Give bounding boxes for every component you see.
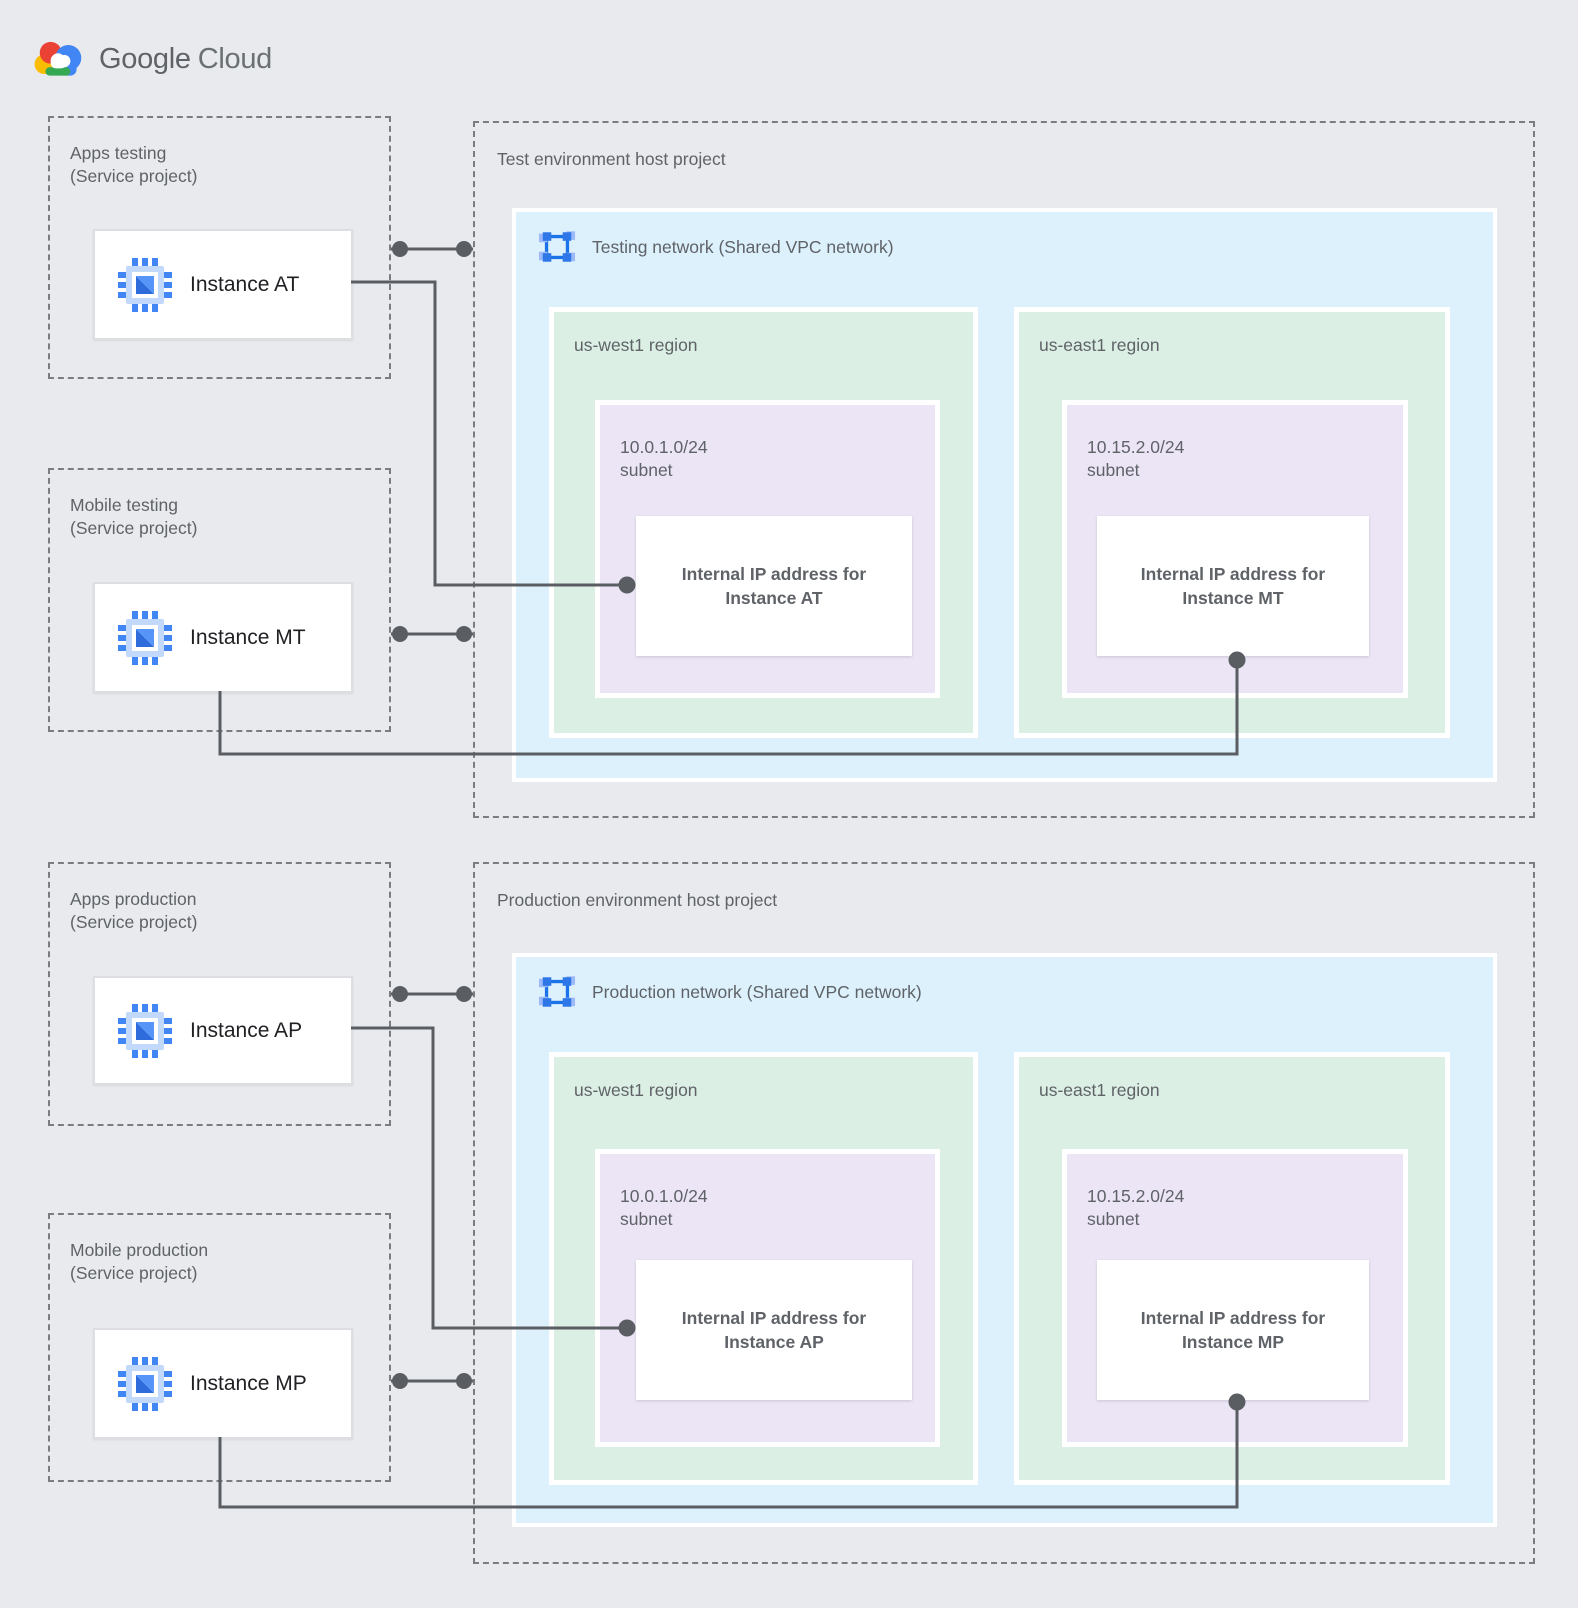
link-dot xyxy=(392,1373,408,1389)
internal-ip-mt-box: Internal IP address for Instance MT xyxy=(1097,516,1369,656)
ip-line2: Instance MP xyxy=(1181,1332,1285,1352)
production-network-box: Production network (Shared VPC network) … xyxy=(512,953,1497,1527)
prod-east-subnet: 10.15.2.0/24 subnet Internal IP address … xyxy=(1062,1149,1408,1447)
region-name: us-west1 region xyxy=(574,1080,698,1100)
production-network-header: Production network (Shared VPC network) xyxy=(538,973,922,1011)
project-title-line: Apps testing xyxy=(70,143,167,163)
project-title-line: Apps production xyxy=(70,889,197,909)
subnet-cidr: 10.15.2.0/24 xyxy=(1087,1186,1185,1206)
apps-testing-title: Apps testing (Service project) xyxy=(70,142,197,188)
subnet-label: 10.15.2.0/24 subnet xyxy=(1087,436,1184,482)
mobile-testing-project-box: Mobile testing (Service project) Instanc… xyxy=(48,468,391,732)
compute-engine-icon xyxy=(118,1003,172,1058)
mobile-production-title: Mobile production (Service project) xyxy=(70,1239,208,1285)
instance-ap-label: Instance AP xyxy=(190,1018,303,1042)
internal-ip-at-box: Internal IP address for Instance AT xyxy=(636,516,912,656)
instance-at-box: Instance AT xyxy=(93,229,353,340)
instance-mt-box: Instance MT xyxy=(93,582,353,693)
vpc-network-icon xyxy=(538,976,576,1007)
instance-at-label: Instance AT xyxy=(190,272,300,296)
subnet-label: 10.0.1.0/24 subnet xyxy=(620,436,708,482)
project-subtitle-line: (Service project) xyxy=(70,166,198,186)
test-host-project-box: Test environment host project Testing ne… xyxy=(473,121,1535,818)
testing-network-label: Testing network (Shared VPC network) xyxy=(592,236,894,257)
mobile-production-project-box: Mobile production (Service project) Inst… xyxy=(48,1213,391,1482)
ip-line2: Instance MT xyxy=(1182,588,1284,608)
testing-network-box: Testing network (Shared VPC network) us-… xyxy=(512,208,1497,782)
compute-engine-icon xyxy=(118,1356,172,1411)
google-cloud-icon xyxy=(34,41,82,76)
ip-line1: Internal IP address for xyxy=(1140,1308,1326,1328)
compute-engine-icon xyxy=(118,257,172,312)
ip-line1: Internal IP address for xyxy=(681,1308,867,1328)
instance-ap-box: Instance AP xyxy=(93,976,353,1085)
brand-google: Google xyxy=(99,42,191,75)
apps-production-project-box: Apps production (Service project) Instan… xyxy=(48,862,391,1126)
ip-line1: Internal IP address for xyxy=(1140,564,1326,584)
test-us-west1-region: us-west1 region 10.0.1.0/24 subnet Inter… xyxy=(549,307,978,738)
ip-line2: Instance AP xyxy=(724,1332,824,1352)
compute-engine-icon xyxy=(118,610,172,665)
prod-us-east1-region: us-east1 region 10.15.2.0/24 subnet Inte… xyxy=(1014,1052,1450,1485)
project-subtitle-line: (Service project) xyxy=(70,1263,198,1283)
link-dot xyxy=(456,241,472,257)
mobile-testing-title: Mobile testing (Service project) xyxy=(70,494,197,540)
subnet-word: subnet xyxy=(620,1209,673,1229)
subnet-word: subnet xyxy=(620,460,673,480)
test-us-east1-region: us-east1 region 10.15.2.0/24 subnet Inte… xyxy=(1014,307,1450,738)
internal-ip-mp-box: Internal IP address for Instance MP xyxy=(1097,1260,1369,1400)
test-east-subnet: 10.15.2.0/24 subnet Internal IP address … xyxy=(1062,400,1408,698)
region-name: us-west1 region xyxy=(574,335,698,355)
project-subtitle-line: (Service project) xyxy=(70,912,198,932)
region-name: us-east1 region xyxy=(1039,335,1160,355)
project-title-line: Mobile production xyxy=(70,1240,209,1260)
subnet-word: subnet xyxy=(1087,460,1140,480)
project-subtitle-line: (Service project) xyxy=(70,518,198,538)
link-dot xyxy=(392,241,408,257)
ip-line1: Internal IP address for xyxy=(681,564,867,584)
subnet-cidr: 10.0.1.0/24 xyxy=(620,437,708,457)
link-dot xyxy=(392,986,408,1002)
prod-us-west1-region: us-west1 region 10.0.1.0/24 subnet Inter… xyxy=(549,1052,978,1485)
vpc-network-icon xyxy=(538,231,576,262)
link-dot xyxy=(392,626,408,642)
prod-west-subnet: 10.0.1.0/24 subnet Internal IP address f… xyxy=(595,1149,940,1447)
apps-production-title: Apps production (Service project) xyxy=(70,888,197,934)
subnet-label: 10.0.1.0/24 subnet xyxy=(620,1185,708,1231)
instance-mp-box: Instance MP xyxy=(93,1328,353,1439)
production-network-label: Production network (Shared VPC network) xyxy=(592,981,922,1002)
subnet-label: 10.15.2.0/24 subnet xyxy=(1087,1185,1184,1231)
link-dot xyxy=(456,626,472,642)
subnet-cidr: 10.0.1.0/24 xyxy=(620,1186,708,1206)
internal-ip-ap-box: Internal IP address for Instance AP xyxy=(636,1260,912,1400)
link-dot xyxy=(456,986,472,1002)
test-host-project-title: Test environment host project xyxy=(497,149,726,169)
brand-cloud: Cloud xyxy=(197,42,273,75)
region-name: us-east1 region xyxy=(1039,1080,1160,1100)
instance-mp-label: Instance MP xyxy=(190,1371,307,1395)
instance-mt-label: Instance MT xyxy=(190,625,306,649)
subnet-word: subnet xyxy=(1087,1209,1140,1229)
testing-network-header: Testing network (Shared VPC network) xyxy=(538,228,894,266)
production-host-project-title: Production environment host project xyxy=(497,890,778,910)
production-host-project-box: Production environment host project Prod… xyxy=(473,862,1535,1564)
test-west-subnet: 10.0.1.0/24 subnet Internal IP address f… xyxy=(595,400,940,698)
ip-line2: Instance AT xyxy=(725,588,823,608)
subnet-cidr: 10.15.2.0/24 xyxy=(1087,437,1185,457)
project-title-line: Mobile testing xyxy=(70,495,178,515)
apps-testing-project-box: Apps testing (Service project) Instance … xyxy=(48,116,391,379)
link-dot xyxy=(456,1373,472,1389)
